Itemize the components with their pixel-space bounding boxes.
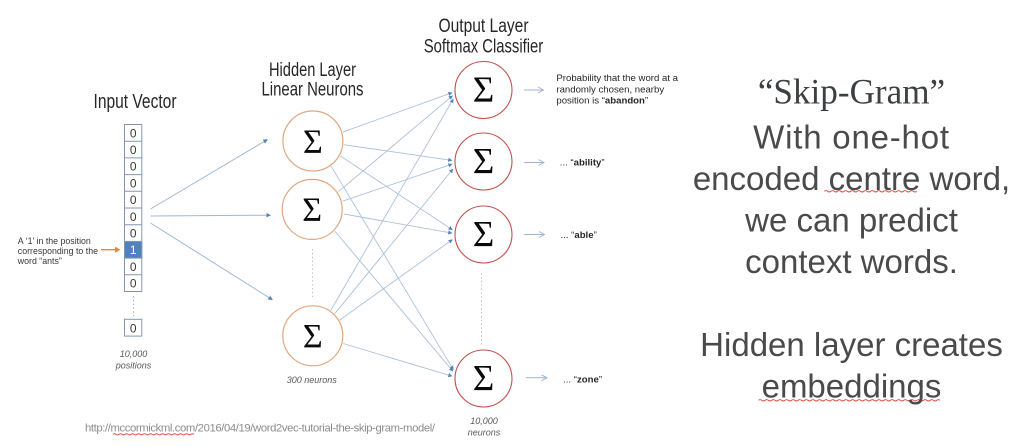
svg-text:we can predict: we can predict [744,202,958,239]
svg-text:0: 0 [130,160,137,174]
svg-text:Hidden layer creates: Hidden layer creates [700,326,1003,363]
svg-text:0: 0 [130,143,137,157]
svg-text:0: 0 [130,210,137,224]
svg-text:Σ: Σ [473,142,495,183]
svg-text:0: 0 [130,260,137,274]
svg-text:1: 1 [130,243,137,257]
svg-text:10,000: 10,000 [470,416,498,426]
svg-text:0: 0 [130,176,137,190]
svg-text:... “ability”: ... “ability” [560,157,605,168]
svg-text:corresponding to the: corresponding to the [18,246,98,256]
svg-text:Linear Neurons: Linear Neurons [262,79,364,100]
svg-text:A ‘1’ in the position: A ‘1’ in the position [18,236,91,246]
svg-text:0: 0 [130,126,137,140]
svg-text:With one-hot: With one-hot [753,119,950,156]
svg-text:Input Vector: Input Vector [94,91,177,113]
svg-text:Probability that the word at a: Probability that the word at a [556,73,678,84]
svg-text:Softmax Classifier: Softmax Classifier [424,36,544,57]
svg-text:Hidden Layer: Hidden Layer [269,60,357,81]
svg-text:context words.: context words. [745,243,958,280]
svg-text:Σ: Σ [302,192,322,229]
svg-text:0: 0 [130,277,137,291]
svg-text:Σ: Σ [303,123,323,160]
svg-text:Σ: Σ [473,70,495,111]
svg-text:300 neurons: 300 neurons [287,375,338,385]
svg-text:encoded centre word,: encoded centre word, [693,160,1010,197]
svg-text:10,000: 10,000 [120,349,148,359]
svg-text:Output Layer: Output Layer [439,16,530,37]
svg-text:neurons: neurons [468,428,501,438]
svg-text:Σ: Σ [303,318,323,355]
svg-text:embeddings: embeddings [762,368,942,405]
svg-text:word “ants”: word “ants” [17,256,62,266]
svg-text:positions: positions [115,361,152,371]
svg-text:0: 0 [130,193,137,207]
svg-text:... “zone”: ... “zone” [563,375,602,386]
svg-text:http://mccormickml.com/2016/04: http://mccormickml.com/2016/04/19/word2v… [85,423,436,435]
svg-text:Σ: Σ [473,359,495,400]
svg-text:0: 0 [130,321,137,335]
svg-text:randomly chosen, nearby: randomly chosen, nearby [556,84,664,95]
svg-text:0: 0 [130,227,137,241]
svg-text:position is “abandon”: position is “abandon” [556,96,648,107]
svg-text:Σ: Σ [473,215,495,256]
svg-text:“Skip-Gram”: “Skip-Gram” [758,72,945,112]
svg-text:... “able”: ... “able” [561,230,597,241]
